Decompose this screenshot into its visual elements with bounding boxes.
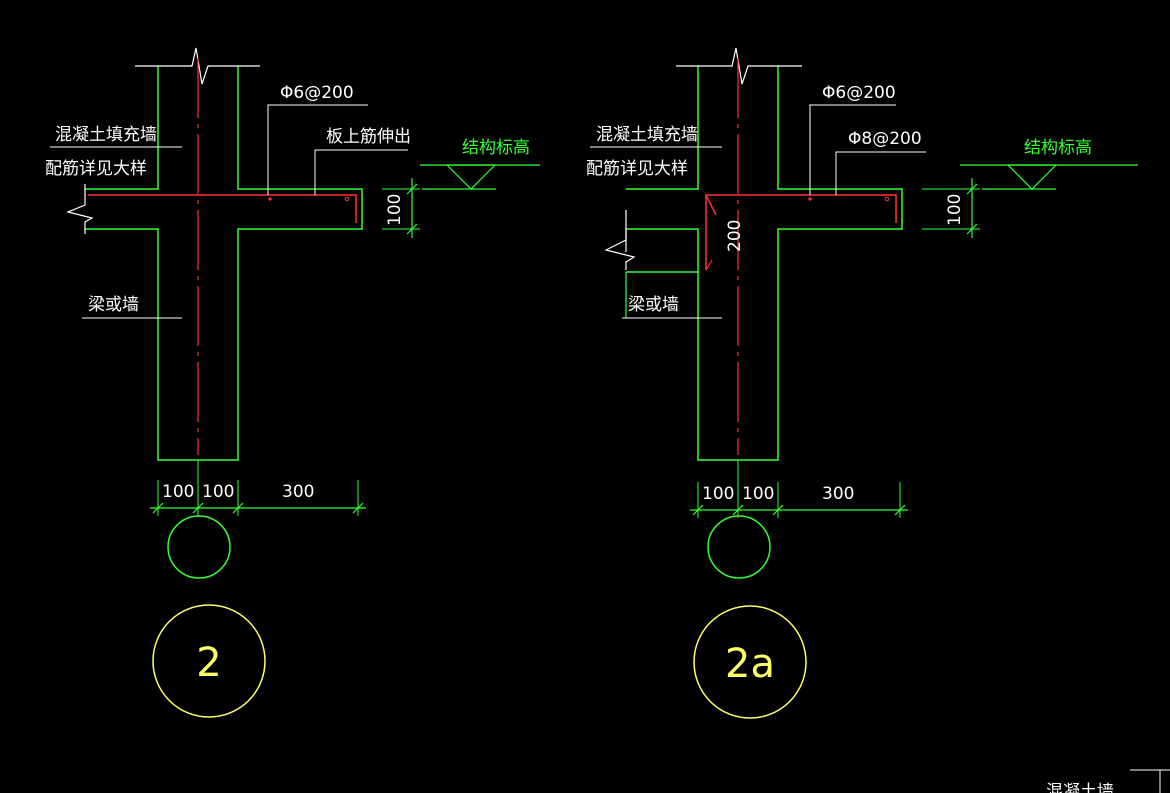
detail-2a-dim-bottom-1: 100 [702,484,734,504]
detail-2-axis-bubble [167,515,231,579]
detail-2-elevation-triangle [445,164,497,190]
detail-2-label-slab-extension: 板上筋伸出 [326,127,411,147]
detail-2-dim-bottom-3: 300 [282,482,314,502]
detail-2-leader-top-bar [267,104,368,195]
detail-2a-dim-bottom-3: 300 [822,484,854,504]
detail-2-concrete-outline [85,66,363,461]
detail-2-label-reinf-note: 配筋详见大样 [45,159,147,179]
detail-2-dim-slab: 100 [385,194,405,226]
detail-2a-label-slab-bar: Φ8@200 [848,129,922,149]
detail-2a-label-top-bar: Φ6@200 [822,83,896,103]
detail-2a-leader-slab-bar [835,151,926,195]
detail-2-slab-rebar [88,194,357,223]
detail-2a-section-mark [693,605,807,719]
detail-2a-leader-top-bar [809,104,896,195]
detail-2-label-top-bar: Φ6@200 [280,83,354,103]
corner-fragment: 混凝土墙 [1046,769,1170,793]
detail-2-dim-bottom-2: 100 [202,482,234,502]
detail-2a-mark-label: 2a [725,641,775,687]
detail-2a-dim-slab: 100 [945,194,965,226]
detail-2a-left-break [604,210,636,270]
corner-text: 混凝土墙 [1046,782,1114,793]
detail-2-label-struct-elev: 结构标高 [462,138,530,158]
detail-2a-elevation-triangle [1006,164,1058,190]
detail-2-dim-bottom-1: 100 [162,482,194,502]
detail-2a-dim-bottom-2: 100 [742,484,774,504]
detail-2-leader-extension [314,149,408,195]
detail-2-left-break [66,184,94,234]
detail-2-top-break [135,47,260,85]
detail-2a: 混凝土填充墙 配筋详见大样 梁或墙 Φ6@200 Φ8@200 结构标高 100… [586,47,1138,719]
detail-2a-label-beam-or-wall: 梁或墙 [628,295,679,315]
detail-2a-label-struct-elev: 结构标高 [1024,138,1092,158]
detail-2a-concrete-outline [626,66,903,461]
detail-2-label-infill-wall: 混凝土填充墙 [55,125,157,145]
detail-2-mark-label: 2 [196,640,221,686]
detail-2-section-mark [152,604,266,718]
detail-2-label-beam-or-wall: 梁或墙 [88,295,139,315]
detail-2a-label-reinf-note: 配筋详见大样 [586,159,688,179]
detail-2a-label-infill-wall: 混凝土填充墙 [596,125,698,145]
detail-2a-top-break [676,47,802,85]
detail-2a-slab-rebar [705,194,897,270]
detail-2a-axis-bubble [707,515,771,579]
detail-2a-dim-bend: 200 [725,220,745,252]
detail-2: 混凝土填充墙 配筋详见大样 梁或墙 Φ6@200 板上筋伸出 结构标高 100 … [45,47,540,718]
